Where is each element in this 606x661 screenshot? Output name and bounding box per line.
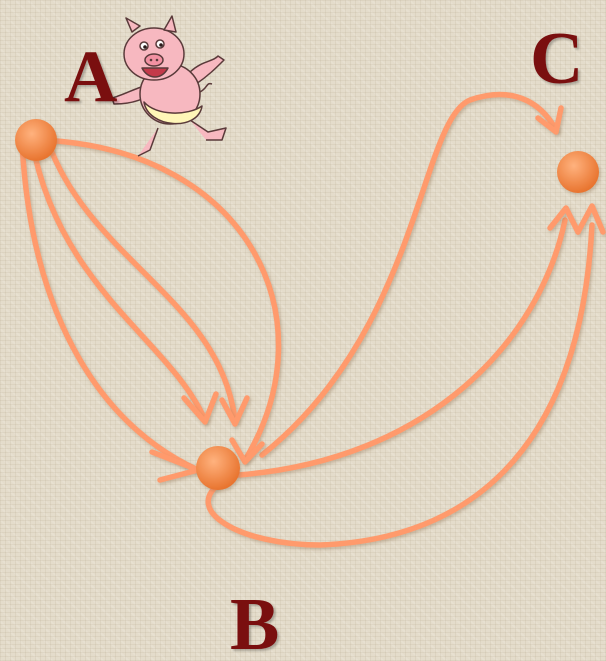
node-label-b: B <box>230 588 279 661</box>
cartoon-pig-icon <box>112 16 226 156</box>
node-label-c: C <box>530 22 583 96</box>
edge-a-b-2 <box>32 142 205 420</box>
node-a <box>15 119 57 161</box>
edge-a-b-1 <box>22 142 198 470</box>
node-c <box>557 151 599 193</box>
edge-b-c-1 <box>262 95 556 455</box>
edge-a-b-3 <box>48 142 235 420</box>
node-b <box>196 446 240 490</box>
node-label-a: A <box>64 40 117 114</box>
